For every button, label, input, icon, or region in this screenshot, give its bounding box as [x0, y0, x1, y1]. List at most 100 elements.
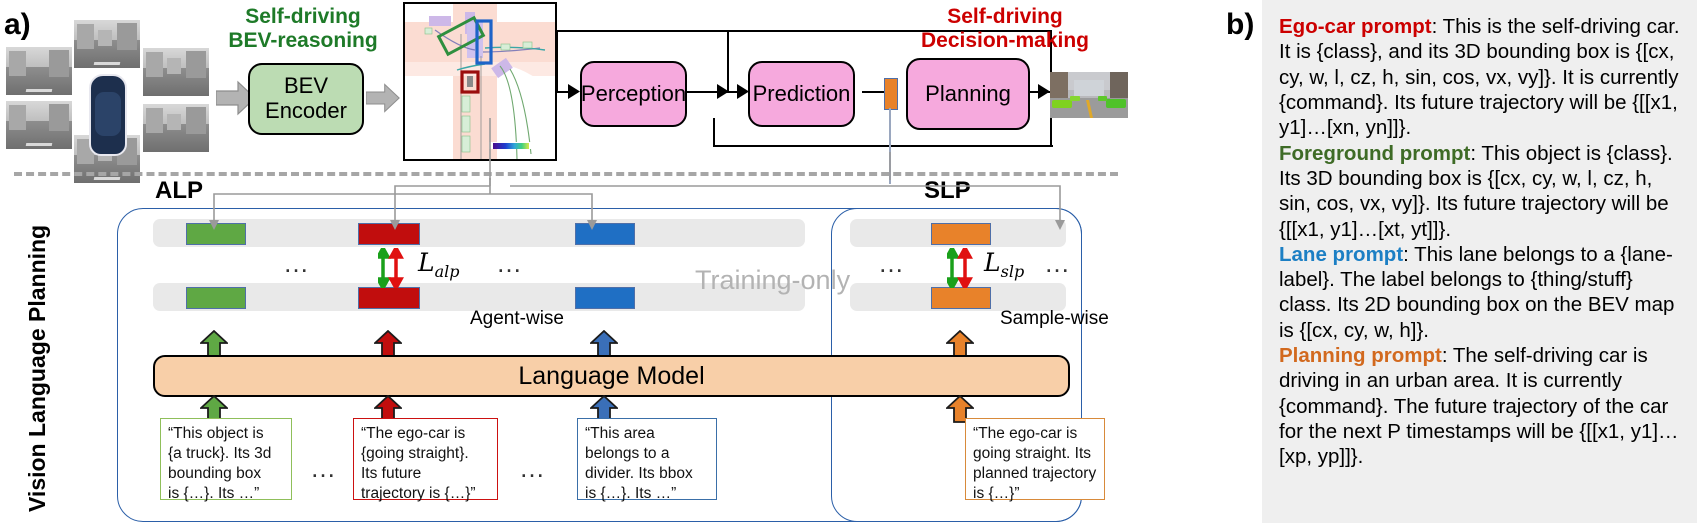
panel-b-label: b) — [1226, 8, 1255, 41]
prompt-box-foreground[interactable]: “This object is {a truck}. Its 3d boundi… — [160, 418, 292, 502]
slp-dots-right: … — [1044, 248, 1073, 278]
language-model-label: Language Model — [518, 361, 705, 390]
slp-loss-arrows — [944, 244, 973, 293]
slp-loss-symbol: L — [984, 248, 1001, 277]
prompt-line: is {…}” — [973, 485, 1020, 503]
prompt-line: bounding box — [168, 465, 262, 483]
prompt-line: planned trajectory — [973, 465, 1097, 483]
alp-loss-arrows — [375, 244, 404, 293]
prompt-line: Its future — [361, 465, 422, 483]
bev-reasoning-header-line1: Self-driving — [245, 5, 361, 28]
slp-title: SLP — [924, 177, 971, 204]
prompt-box-planning[interactable]: “The ego-car is going straight. Its plan… — [965, 418, 1105, 502]
arrow-up-red-to-tokens — [374, 330, 402, 358]
prompt-line: is {…}. Its …” — [168, 485, 260, 503]
slp-loss-subscript: slp — [1000, 262, 1025, 281]
bev-map-thumbnail — [403, 2, 557, 161]
prompt-line: {going straight}. — [361, 445, 469, 463]
prompt-body-lane: : This lane belongs to a {lane-label}. T… — [1279, 242, 1675, 342]
planning-box[interactable]: Planning — [906, 58, 1030, 130]
alp-loss-subscript: alp — [434, 262, 460, 281]
alp-loss-symbol: L — [418, 248, 435, 277]
prompt-dots-2: … — [519, 453, 548, 483]
arrow-up-orange-to-tokens — [946, 330, 974, 358]
prompt-line: “This object is — [168, 425, 264, 442]
camera-thumb-front — [74, 20, 140, 68]
prompt-entry-lane: Lane prompt: This lane belongs to a {lan… — [1279, 242, 1683, 343]
slp-token-bottom — [931, 287, 991, 309]
bev-encoder-label-line2: Encoder — [265, 98, 347, 123]
prompt-line: “The ego-car is — [361, 425, 466, 442]
decision-making-header-line1: Self-driving — [947, 5, 1063, 28]
alp-loss-label: Lalp — [418, 248, 460, 281]
prompt-entry-ego-car: Ego-car prompt: This is the self-driving… — [1279, 14, 1683, 141]
alp-token-red-top — [358, 223, 420, 245]
alp-token-blue-top — [575, 223, 635, 245]
camera-thumb-front-left — [6, 47, 72, 95]
prompt-line: “This area — [585, 425, 655, 442]
prediction-box[interactable]: Prediction — [748, 61, 855, 127]
prompt-box-lane[interactable]: “This area belongs to a divider. Its bbo… — [577, 418, 717, 502]
slp-dots-left: … — [878, 248, 907, 278]
language-model-bar[interactable]: Language Model — [153, 355, 1070, 397]
prompt-line: going straight. Its — [973, 445, 1092, 463]
bev-encoder-label-line1: BEV — [283, 73, 328, 99]
prompt-title-lane: Lane prompt — [1279, 242, 1404, 266]
prompt-title-ego-car: Ego-car prompt — [1279, 15, 1432, 38]
prediction-label: Prediction — [752, 80, 851, 106]
bev-reasoning-header: Self-driving BEV-reasoning — [218, 5, 388, 53]
sample-token-guide-line — [889, 108, 891, 184]
camera-thumb-back-left — [6, 101, 72, 149]
camera-thumb-back-right — [143, 104, 209, 152]
prompt-title-planning: Planning prompt — [1279, 344, 1442, 368]
alp-dots-left: … — [283, 248, 312, 278]
decision-making-header: Self-driving Decision-making — [905, 5, 1105, 53]
slp-token-top — [931, 223, 991, 245]
prompt-line: trajectory is {…}” — [361, 485, 476, 503]
prompt-body-planning: : The self-driving car is driving in an … — [1279, 344, 1679, 469]
arrow-up-blue-to-tokens — [590, 330, 618, 358]
panel-a-label: a) — [4, 8, 31, 41]
perception-label: Perception — [580, 80, 687, 106]
sample-token-connector — [884, 78, 898, 110]
alp-token-green-bottom — [186, 287, 246, 309]
slp-loss-label: Lslp — [984, 248, 1024, 281]
agent-wise-tag: Agent-wise — [470, 308, 564, 329]
panel-b-prompt-list: Ego-car prompt: This is the self-driving… — [1279, 14, 1683, 470]
prompt-body-ego-car: : This is the self-driving car. It is {c… — [1279, 15, 1680, 140]
perception-box[interactable]: Perception — [580, 61, 687, 127]
prompt-line: divider. Its bbox — [585, 465, 693, 483]
prompt-box-ego-car[interactable]: “The ego-car is {going straight}. Its fu… — [353, 418, 498, 502]
alp-token-blue-bottom — [575, 287, 635, 309]
driving-scene-result-thumbnail — [1050, 72, 1128, 118]
planning-label: Planning — [925, 80, 1011, 106]
prompt-line: is {…}. Its …” — [585, 485, 677, 503]
alp-token-red-bottom — [358, 287, 420, 309]
section-divider — [14, 172, 1118, 176]
alp-dots-right: … — [496, 248, 525, 278]
panel-b-background — [1262, 0, 1697, 523]
bev-encoder-box[interactable]: BEV Encoder — [248, 63, 364, 135]
arrow-up-green-to-tokens — [200, 330, 228, 358]
alp-title: ALP — [155, 177, 203, 204]
prompt-line: {a truck}. Its 3d — [168, 445, 272, 463]
camera-thumb-front-right — [143, 48, 209, 96]
ego-car-topdown-icon — [82, 68, 134, 164]
thick-right-arrow-icon-1 — [216, 80, 256, 116]
sample-wise-tag: Sample-wise — [1000, 308, 1109, 329]
training-only-label: Training-only — [695, 265, 851, 295]
bev-reasoning-header-line2: BEV-reasoning — [228, 28, 378, 52]
prompt-line: “The ego-car is — [973, 425, 1078, 442]
decision-making-header-line2: Decision-making — [920, 28, 1090, 52]
alp-token-row-bottom — [153, 283, 805, 311]
vision-language-planning-label: Vision Language Planning — [24, 224, 50, 512]
prompt-entry-foreground: Foreground prompt: This object is {class… — [1279, 141, 1683, 242]
prompt-line: belongs to a — [585, 445, 670, 463]
arrow-up-orange-from-prompt — [946, 395, 974, 423]
prompt-title-foreground: Foreground prompt — [1279, 141, 1471, 165]
prompt-body-foreground: : This object is {class}. Its 3D boundin… — [1279, 141, 1673, 241]
thick-right-arrow-icon-2 — [366, 80, 400, 116]
prompt-dots-1: … — [310, 453, 339, 483]
prompt-entry-planning: Planning prompt: The self-driving car is… — [1279, 343, 1683, 470]
